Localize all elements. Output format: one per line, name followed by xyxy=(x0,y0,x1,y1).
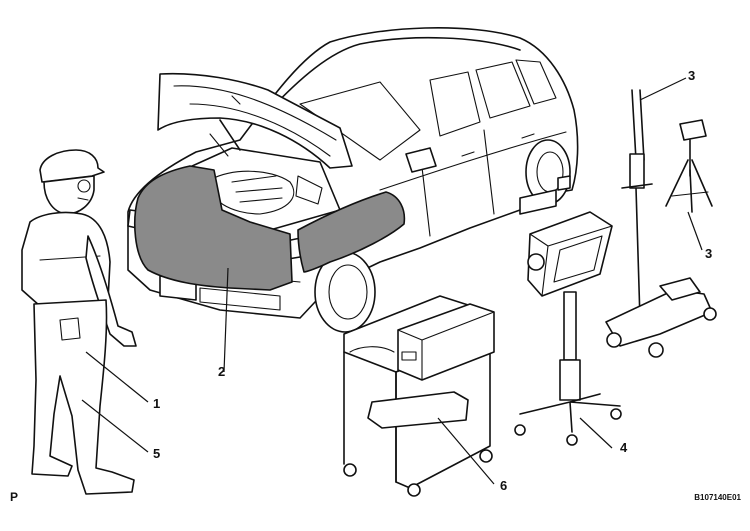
front-grille-cover xyxy=(134,165,293,291)
fender-cover xyxy=(297,191,406,273)
callout-5: 5 xyxy=(153,446,160,461)
callout-2: 2 xyxy=(218,364,225,379)
car xyxy=(127,27,579,333)
technician xyxy=(21,149,137,495)
corner-p-label: P xyxy=(10,490,18,504)
callout-6: 6 xyxy=(500,478,507,493)
callout-3-jack-stand: 3 xyxy=(705,246,712,261)
leader-lines xyxy=(81,77,703,485)
callout-1: 1 xyxy=(153,396,160,411)
work-lamp xyxy=(514,211,622,446)
floor-jack xyxy=(605,89,717,358)
callout-4: 4 xyxy=(620,440,628,455)
callout-3-floor-jack: 3 xyxy=(688,68,695,83)
figure-code: B107140E01 xyxy=(694,493,741,502)
jack-stand xyxy=(665,119,713,213)
service-cart xyxy=(343,295,495,497)
